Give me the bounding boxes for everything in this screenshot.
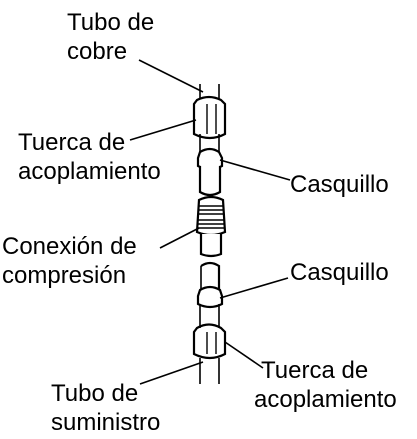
- label-ferrule-top: Casquillo: [290, 171, 389, 198]
- label-compression-fitting-line1: Conexión de: [2, 233, 137, 260]
- label-coupling-nut-top-line2: acoplamiento: [18, 158, 161, 185]
- leader-coupling-nut-top: [129, 119, 197, 141]
- leader-copper-tube: [138, 59, 204, 93]
- ferrule-bottom: [196, 285, 224, 309]
- coupling-nut-top: [192, 95, 227, 140]
- leader-ferrule-bottom: [219, 277, 289, 299]
- label-coupling-nut-bottom-line1: Tuerca de: [261, 357, 369, 384]
- label-supply-tube-line2: suministro: [51, 409, 161, 436]
- label-copper-tube-line1: Tubo de: [67, 9, 155, 36]
- label-ferrule-bottom: Casquillo: [290, 259, 389, 286]
- copper-tube-end: [198, 134, 222, 197]
- compression-fitting: [195, 195, 227, 258]
- label-copper-tube-line2: cobre: [67, 38, 128, 65]
- label-coupling-nut-bottom-line2: acoplamiento: [254, 386, 397, 413]
- label-coupling-nut-top-line1: Tuerca de: [18, 129, 126, 156]
- leader-compression-fitting: [159, 227, 200, 249]
- leader-coupling-nut-bottom: [224, 341, 264, 369]
- leader-supply-tube: [139, 361, 204, 385]
- label-supply-tube-line1: Tubo de: [51, 380, 139, 407]
- coupling-nut-bottom: [192, 304, 227, 360]
- leader-ferrule-top: [219, 159, 291, 181]
- label-compression-fitting-line2: compresión: [2, 262, 127, 289]
- supply-tube-end: [200, 261, 221, 290]
